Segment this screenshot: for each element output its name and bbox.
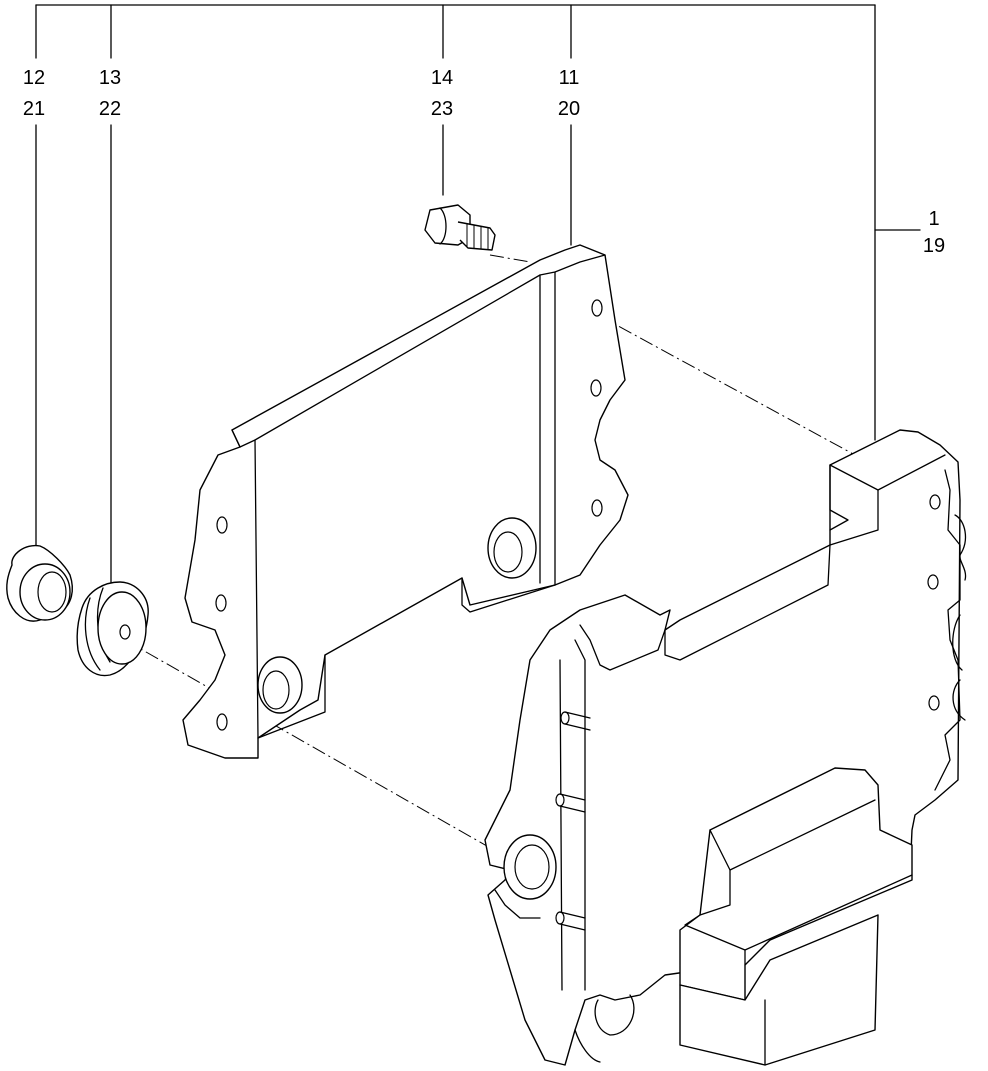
callout-20: 20	[558, 98, 580, 120]
callout-14: 14	[431, 67, 453, 89]
callout-11: 11	[559, 67, 580, 89]
callout-19: 19	[923, 235, 945, 257]
leader-lines	[35, 4, 921, 586]
callout-21: 21	[23, 98, 45, 120]
grommet	[76, 581, 149, 677]
callout-22: 22	[99, 98, 121, 120]
callout-23: 23	[431, 98, 453, 120]
callout-13: 13	[99, 67, 121, 89]
mounting-bracket	[182, 244, 629, 759]
screw	[424, 204, 496, 251]
control-module	[484, 429, 967, 1066]
callout-12: 12	[23, 67, 45, 89]
sleeve	[6, 544, 73, 622]
alignment-lines	[124, 254, 856, 863]
callout-labels: 12 21 13 22 14 23 11 20 1 19	[23, 67, 945, 257]
callout-1: 1	[928, 208, 939, 230]
